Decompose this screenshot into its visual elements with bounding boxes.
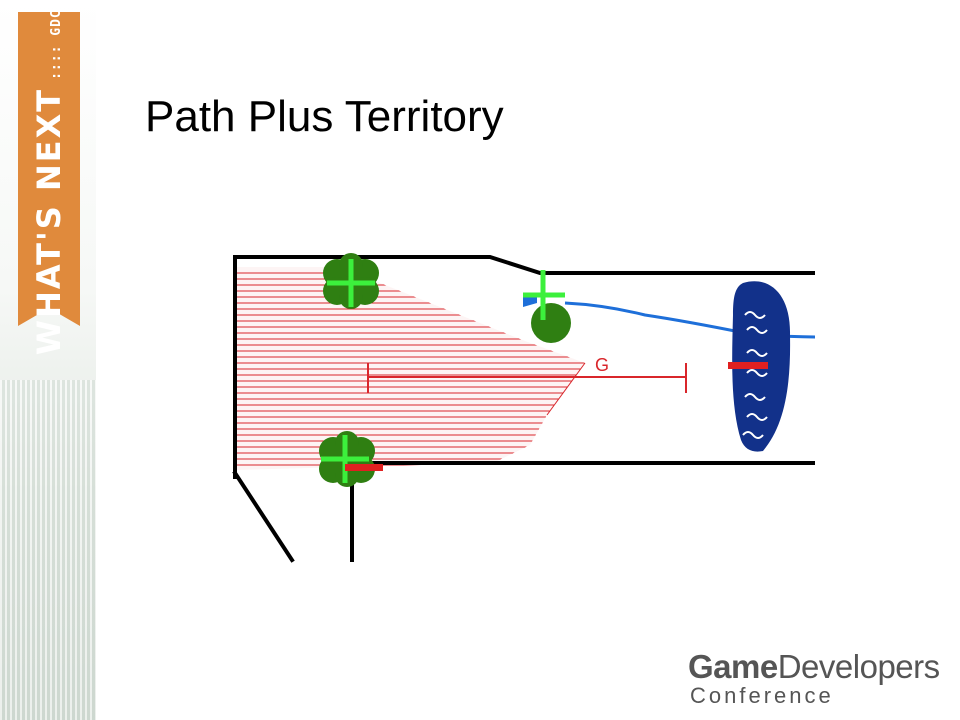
banner-text: WHAT'S NEXT :::: GDC:06 [30, 0, 68, 355]
bottom-wall [350, 461, 815, 562]
top-wall [233, 255, 815, 479]
plus-icon [523, 270, 565, 320]
minus-icon [728, 362, 768, 369]
whats-next-banner: WHAT'S NEXT :::: GDC:06 [18, 0, 80, 355]
goal-range [367, 363, 687, 393]
banner-shape [18, 12, 80, 326]
lower-left-wall [232, 470, 295, 563]
logo-game: Game [688, 648, 778, 685]
logo-developers: Developers [777, 648, 940, 685]
logo-line1: GameDevelopers [688, 650, 940, 684]
goal-label: G [595, 355, 609, 375]
territory-hatch [237, 267, 585, 470]
agent-icon [531, 303, 571, 343]
decor-lines [0, 380, 96, 720]
territory-diagram: G [232, 253, 815, 563]
plus-icon [321, 435, 369, 483]
territory-edge [546, 362, 586, 416]
minus-icon [345, 464, 383, 471]
logo-conference: Conference [690, 683, 834, 708]
plus-icon [327, 259, 375, 307]
left-decor-strip: WHAT'S NEXT :::: GDC:06 [0, 0, 96, 720]
banner-main-text: WHAT'S NEXT [30, 87, 68, 356]
banner-sub-text: :::: GDC:06 [49, 0, 64, 80]
slide-title: Path Plus Territory [145, 92, 504, 141]
gdc-logo: GameDevelopers Conference [688, 650, 940, 708]
